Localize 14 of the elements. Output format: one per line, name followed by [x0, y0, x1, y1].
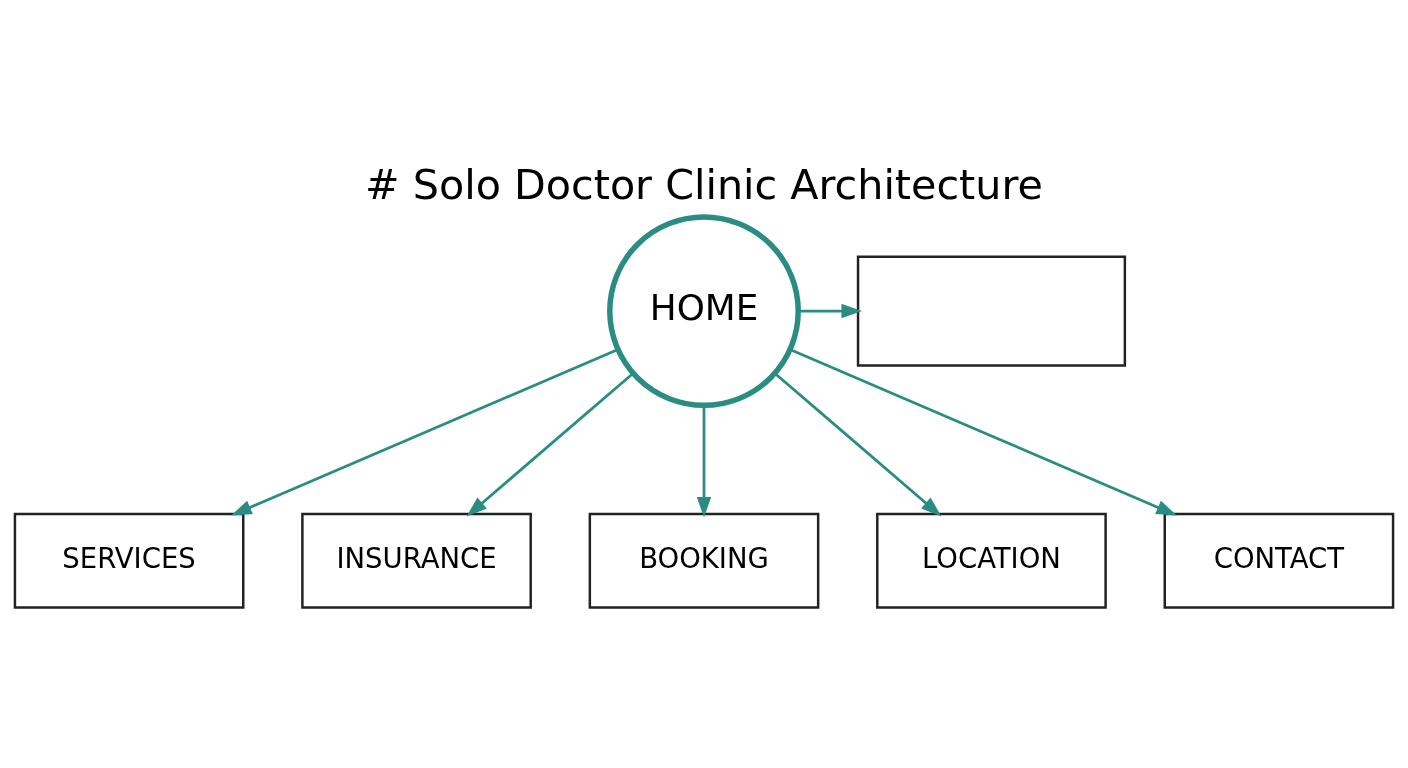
node-circle: HOME: [607, 214, 801, 409]
node-box: [856, 255, 1127, 367]
node-box: BOOKING: [588, 512, 820, 609]
arrow: [774, 372, 942, 517]
node-box: CONTACT: [1163, 512, 1395, 609]
arrow: [696, 405, 712, 518]
arrow: [798, 303, 863, 319]
arrow: [789, 348, 1177, 516]
node-box: LOCATION: [876, 512, 1107, 609]
arrow: [231, 348, 619, 516]
node-box: INSURANCE: [301, 512, 532, 609]
node-box: SERVICES: [13, 512, 245, 609]
diagram-title: # Solo Doctor Clinic Architecture: [365, 161, 1043, 210]
arrow: [466, 372, 634, 517]
